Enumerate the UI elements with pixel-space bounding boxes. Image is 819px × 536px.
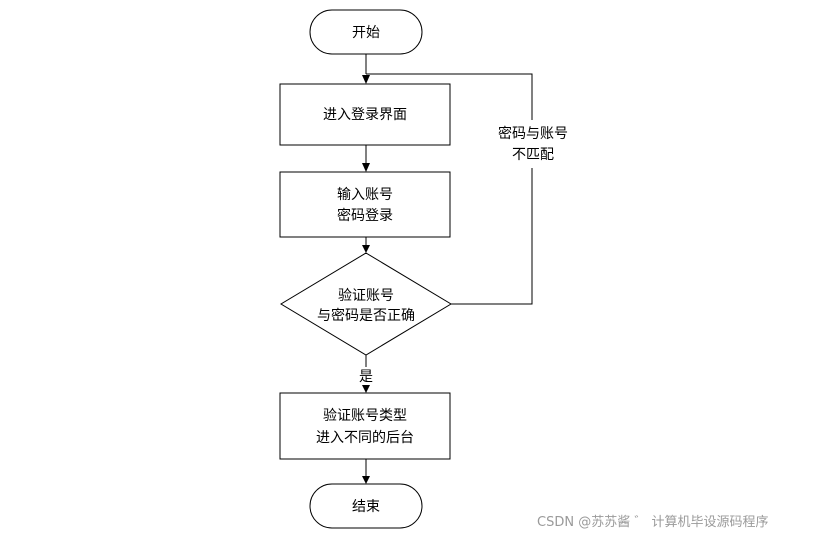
input-label-line2: 密码登录 (337, 207, 393, 224)
end-label: 结束 (352, 499, 380, 515)
mismatch-label-line2: 不匹配 (512, 147, 554, 163)
mismatch-label-bg (486, 120, 580, 168)
verify-label-line2: 与密码是否正确 (317, 307, 415, 324)
verify-decision-node: 验证账号 与密码是否正确 (280, 252, 452, 356)
arrowhead-dispatch (362, 385, 370, 393)
login-page-node: 进入登录界面 (279, 83, 451, 146)
dispatch-label-line1: 验证账号类型 (323, 408, 407, 424)
start-label: 开始 (352, 25, 380, 41)
csdn-watermark: CSDN @苏苏酱 ゛ 计算机毕设源码程序 (537, 515, 769, 530)
start-node: 开始 (309, 9, 423, 55)
edge-mismatch-loop (366, 73, 533, 305)
mismatch-label-line1: 密码与账号 (498, 125, 568, 142)
arrowhead-end (362, 476, 370, 484)
input-credentials-node: 输入账号 密码登录 (279, 171, 451, 238)
yes-label-bg (355, 367, 377, 385)
arrowhead-login (362, 75, 370, 84)
verify-label-line1: 验证账号 (338, 288, 394, 304)
dispatch-label-line2: 进入不同的后台 (316, 430, 414, 446)
dispatch-backend-node: 验证账号类型 进入不同的后台 (279, 392, 451, 460)
end-node: 结束 (309, 483, 423, 529)
login-page-label: 进入登录界面 (323, 107, 407, 123)
input-label-line1: 输入账号 (337, 187, 393, 203)
arrowhead-verify (362, 245, 370, 253)
arrowhead-input (362, 163, 370, 172)
yes-label: 是 (359, 369, 373, 385)
